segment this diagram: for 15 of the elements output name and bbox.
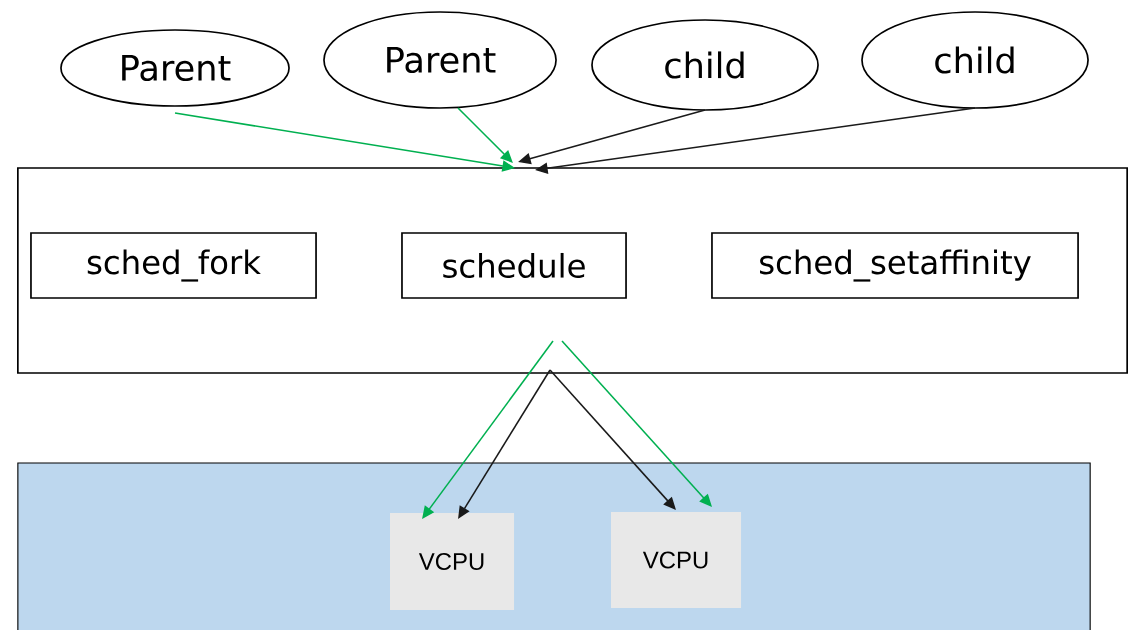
function-box: schedule (401, 232, 627, 299)
arrow (422, 340, 554, 519)
arrow (561, 340, 712, 507)
arrow (458, 369, 551, 519)
arrow (549, 369, 676, 510)
function-box: sched_fork (30, 232, 317, 299)
ellipse-node: child (591, 19, 819, 111)
ellipse-node: Parent (60, 29, 290, 107)
scheduler-box (17, 167, 1128, 374)
vcpu-box: VCPU (390, 513, 515, 610)
ellipse-node: Parent (323, 11, 557, 109)
arrow (457, 107, 513, 163)
ellipse-node: child (861, 11, 1089, 109)
function-box: sched_setaffinity (711, 232, 1079, 299)
vcpu-box: VCPU (611, 512, 742, 608)
